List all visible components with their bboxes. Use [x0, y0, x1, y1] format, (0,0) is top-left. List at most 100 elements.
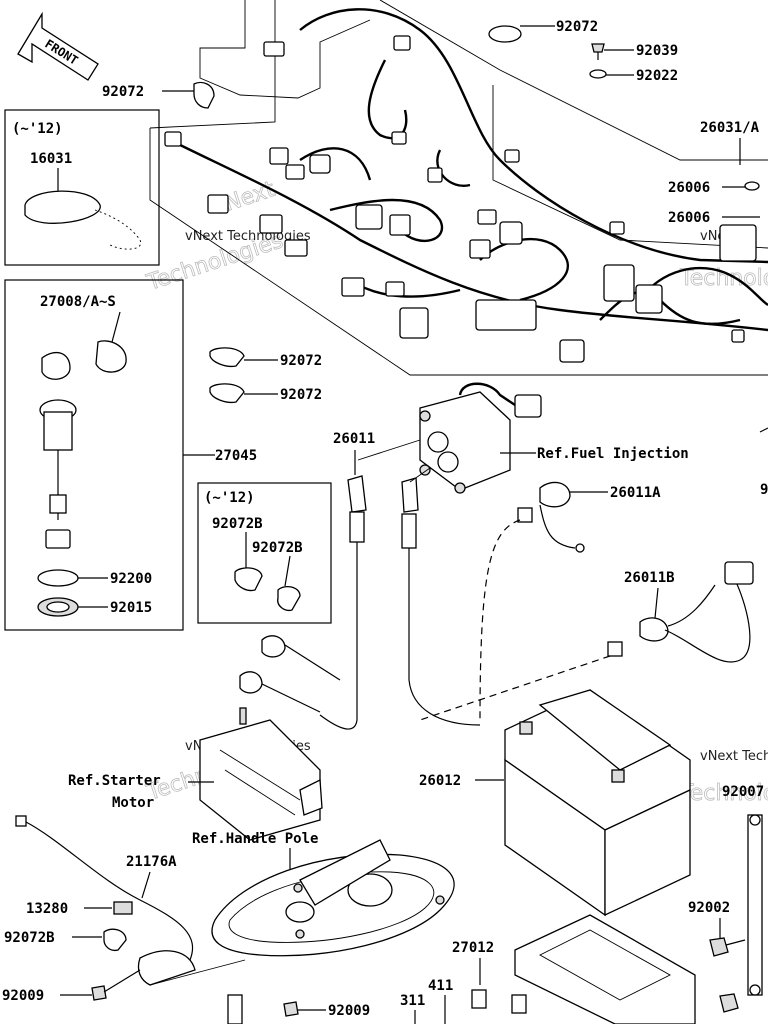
starter-cable-a — [284, 644, 341, 681]
plug-caps: 26011 — [319, 431, 481, 730]
ref-starter-line2: Motor — [112, 795, 154, 811]
harness-frame-upper — [149, 0, 276, 129]
harness-wire-branch3 — [329, 198, 444, 243]
label-92072-mid1: 92072 — [280, 353, 322, 369]
label-92072-mid2: 92072 — [280, 387, 322, 403]
sensor-to-plate — [149, 959, 246, 986]
washer-92200 — [37, 569, 79, 587]
sensor-bracket — [137, 950, 196, 986]
plug-lead-a — [349, 511, 365, 543]
clamp-92072-top — [488, 25, 522, 43]
terminal-a — [471, 989, 487, 1009]
cable-26011A-route — [479, 519, 521, 721]
connector-23 — [263, 41, 285, 57]
nut-26006-a — [744, 181, 760, 191]
handle-pole-bolt-3 — [435, 895, 445, 905]
cable-26011A-terminal — [575, 543, 585, 553]
label-26012: 26012 — [419, 773, 461, 789]
harness-connectors — [164, 35, 757, 363]
label-92022: 92022 — [636, 68, 678, 84]
handle-pole-boss — [347, 873, 393, 907]
switch-connector — [45, 529, 71, 549]
starter-cable-cap-a — [261, 635, 286, 658]
connector-11 — [385, 281, 405, 297]
coil-bolt-2 — [454, 482, 466, 494]
coil-connector — [514, 394, 542, 418]
clamp-92072-left — [193, 81, 215, 109]
label-92009-a: 92009 — [2, 988, 44, 1004]
tray-inner — [539, 929, 671, 1001]
box-12-a-note: (~'12) — [12, 121, 63, 137]
bolt-92002-b — [719, 993, 739, 1013]
top-right-parts — [488, 25, 760, 191]
plug-wire-a — [319, 542, 358, 730]
connector-15 — [477, 209, 497, 225]
starter-cable-b — [261, 683, 321, 713]
clamp-92072B-bottom — [103, 928, 127, 952]
key-chain — [94, 209, 142, 250]
box-12-b: (~'12) 92072B 92072B — [197, 482, 332, 624]
switch-body — [43, 411, 73, 451]
label-92072-left: 92072 — [102, 84, 144, 100]
strap-92007 — [747, 814, 763, 996]
sensor-cable-wire — [25, 821, 194, 961]
handle-pole-bolt-1 — [293, 883, 303, 893]
starter-gear — [299, 778, 323, 816]
battery-lid — [538, 689, 672, 771]
connector-19 — [719, 224, 757, 262]
watermark-outline-5: Technologies — [679, 266, 768, 291]
connector-22 — [391, 131, 407, 145]
leader-27008 — [111, 311, 121, 343]
starter-rib-2 — [224, 769, 296, 816]
harness-frame-lower — [149, 128, 768, 376]
connector-5 — [309, 154, 331, 174]
plug-link-b — [409, 467, 431, 483]
right-edge-fragments: 9 — [759, 427, 768, 498]
main-wire-harness — [169, 8, 768, 332]
cable-26011B-route — [419, 655, 611, 721]
connector-6 — [259, 214, 283, 234]
connector-8 — [389, 214, 411, 236]
connector-4 — [285, 164, 305, 180]
label-92007: 92007 — [722, 784, 764, 800]
label-26031-group: 26031/A — [700, 120, 760, 165]
label-26006-b: 26006 — [668, 210, 710, 226]
label-92200: 92200 — [110, 571, 152, 587]
harness-wire-branch1 — [436, 149, 471, 187]
clamp-92072B-a — [234, 567, 263, 592]
connector-2 — [207, 194, 229, 214]
cable-26011A-wire — [539, 504, 576, 549]
watermark-outline-4: Technologies — [679, 781, 768, 806]
handle-pole-bolt-2 — [295, 929, 305, 939]
box-12-a-frame — [4, 109, 160, 266]
ref-fuel-injection: Ref.Fuel Injection — [537, 446, 689, 462]
terminals-411-311: 411 311 — [400, 978, 527, 1024]
label-92002: 92002 — [688, 900, 730, 916]
harness-wire-branch7 — [639, 267, 768, 307]
label-21176A: 21176A — [126, 854, 177, 870]
cable-26011B: 26011B — [419, 561, 754, 721]
switch-grommet — [49, 494, 67, 514]
leader-21176A — [141, 871, 151, 899]
tray-body — [514, 914, 696, 1024]
key-cap — [24, 190, 101, 224]
label-92072B-b: 92072B — [252, 540, 303, 556]
box-12-b-frame — [197, 482, 332, 624]
box-switch: 27008/A~S 27045 92200 92015 — [4, 279, 257, 631]
label-92072B-bottom: 92072B — [4, 930, 55, 946]
label-27008: 27008/A~S — [40, 294, 116, 310]
label-92039-group: 92039 — [604, 43, 678, 59]
connector-3 — [269, 147, 289, 165]
box-12-a: (~'12) 16031 — [4, 109, 160, 266]
plug-cap-a — [347, 475, 367, 513]
label-26031: 26031/A — [700, 120, 760, 136]
harness-frame-right — [379, 0, 768, 161]
leader-26011B — [654, 587, 659, 619]
label-411: 411 — [428, 978, 453, 994]
harness-wire-main — [169, 138, 768, 332]
label-27045: 27045 — [215, 448, 257, 464]
label-26011: 26011 — [333, 431, 375, 447]
clamp-92072-mid1 — [209, 347, 245, 368]
handle-pole-plate — [211, 853, 455, 957]
